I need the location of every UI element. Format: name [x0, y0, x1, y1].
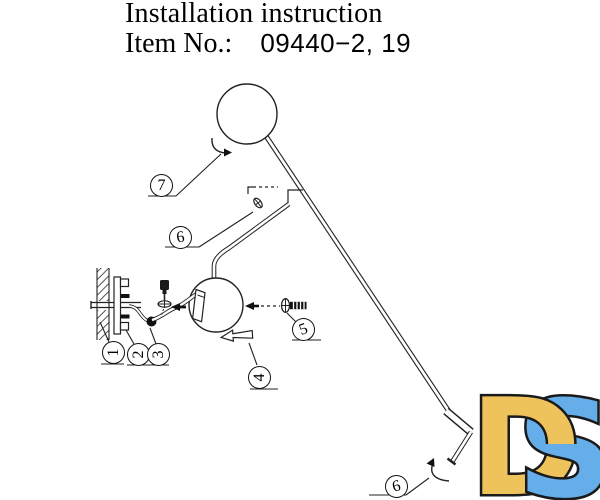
logo-letter-s: S	[517, 372, 600, 500]
leader-lines	[99, 153, 430, 496]
upper-arm	[211, 202, 291, 281]
item-number-row: Item No.: 09440−2, 19	[125, 28, 411, 60]
push-arrow-icon	[171, 303, 186, 311]
item-number-value: 09440−2, 19	[260, 28, 412, 58]
mounting-bracket	[113, 276, 130, 335]
item-number-label: Item No.:	[125, 28, 233, 59]
callout-7-badge: 7	[150, 174, 173, 197]
screwdriver-icon	[160, 280, 169, 300]
arm-junction	[287, 189, 303, 203]
wall-section	[96, 268, 110, 340]
logo-letter-s-overlap: S	[517, 372, 600, 500]
adjust-screw-icon	[157, 300, 172, 318]
logo-letter-d: D	[470, 370, 581, 500]
pole-foot	[446, 430, 473, 466]
top-globe-shade	[216, 83, 278, 145]
main-pole	[259, 128, 455, 418]
callout-3-badge: 3	[147, 343, 170, 366]
rotation-arrow-bottom-icon	[426, 458, 450, 482]
callout-4-badge: 4	[248, 366, 271, 389]
callout-1-badge: 1	[102, 341, 125, 364]
brand-logo: S D S	[468, 368, 600, 500]
side-screw-icon	[245, 298, 307, 313]
joint-screw-icon	[247, 186, 278, 209]
page-title: Installation instruction	[125, 0, 383, 29]
rotation-arrow-top-icon	[211, 137, 232, 157]
open-arrow-icon	[219, 329, 254, 342]
pole-coupler	[443, 407, 474, 436]
